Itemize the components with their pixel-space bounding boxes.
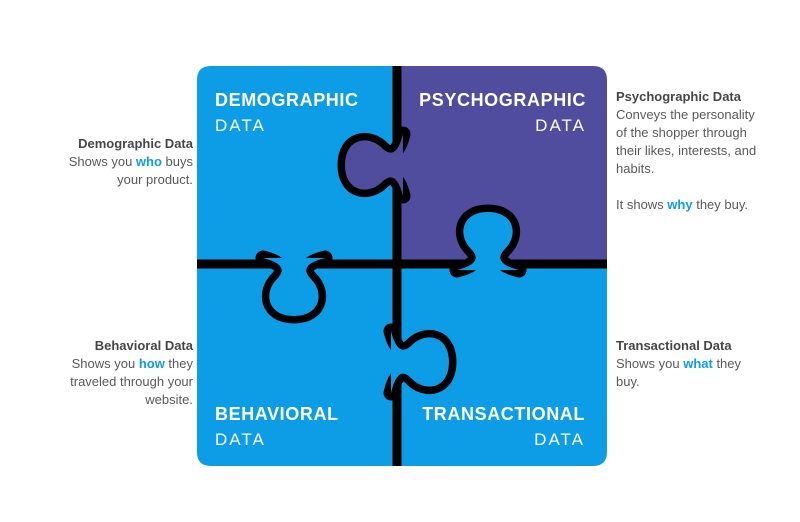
label-demographic-subtitle: DATA [215,116,266,135]
piece-transactional-body [399,266,607,466]
annotation-psychographic-heading: Psychographic Data [616,89,741,104]
annotation-behavioral-highlight: how [138,356,165,371]
annotation-psychographic-highlight: why [667,197,693,212]
annotation-demographic-heading: Demographic Data [78,136,193,151]
annotation-behavioral-post: they traveled through your website. [70,356,193,407]
annotation-behavioral-pre: Shows you [71,356,139,371]
annotation-demographic-post: buys your product. [117,154,193,187]
label-behavioral-subtitle: DATA [215,430,266,449]
annotation-demographic-text: Shows you who buys your product. [53,153,193,189]
annotation-behavioral-heading: Behavioral Data [94,338,193,353]
piece-behavioral-tab [391,331,449,393]
annotation-transactional-highlight: what [683,356,713,371]
annotation-transactional-text: Shows you what they buy. [616,355,758,391]
annotation-behavioral-text: Shows you how they traveled through your… [53,355,193,409]
piece-transactional-tab [457,212,519,270]
piece-behavioral-body [197,266,395,466]
annotation-psychographic-text: It shows why they buy. [616,196,758,214]
piece-psychographic-tab [345,134,403,196]
label-transactional-title: TRANSACTIONAL [422,404,585,424]
annotation-psychographic-pre: It shows [616,197,668,212]
label-transactional-subtitle: DATA [534,430,585,449]
annotation-transactional-post: they buy. [616,356,742,389]
label-demographic-title: DEMOGRAPHIC [215,90,359,110]
annotation-transactional-heading: Transactional Data [616,338,732,353]
piece-demographic-body [197,66,395,262]
annotation-transactional: Transactional Data Shows you what they b… [616,337,758,391]
piece-psychographic-body [399,66,607,262]
puzzle-diagram [197,66,607,466]
label-psychographic-title: PSYCHOGRAPHIC [419,90,586,110]
annotation-psychographic: Psychographic Data Conveys the personali… [616,88,758,214]
annotation-demographic-highlight: who [135,154,162,169]
label-behavioral-title: BEHAVIORAL [215,404,339,424]
label-psychographic-subtitle: DATA [535,116,586,135]
piece-demographic-tab [263,258,325,316]
label-psychographic: PSYCHOGRAPHIC DATA [418,90,586,135]
label-transactional: TRANSACTIONAL DATA [415,404,585,449]
label-demographic: DEMOGRAPHIC DATA [215,90,359,135]
annotation-demographic-pre: Shows you [68,154,136,169]
annotation-transactional-pre: Shows you [616,356,684,371]
label-behavioral: BEHAVIORAL DATA [215,404,339,449]
annotation-psychographic-post: they buy. [692,197,748,212]
annotation-psychographic-body: Conveys the personality of the shopper t… [616,107,757,176]
annotation-behavioral: Behavioral Data Shows you how they trave… [53,337,193,409]
annotation-demographic: Demographic Data Shows you who buys your… [53,135,193,189]
